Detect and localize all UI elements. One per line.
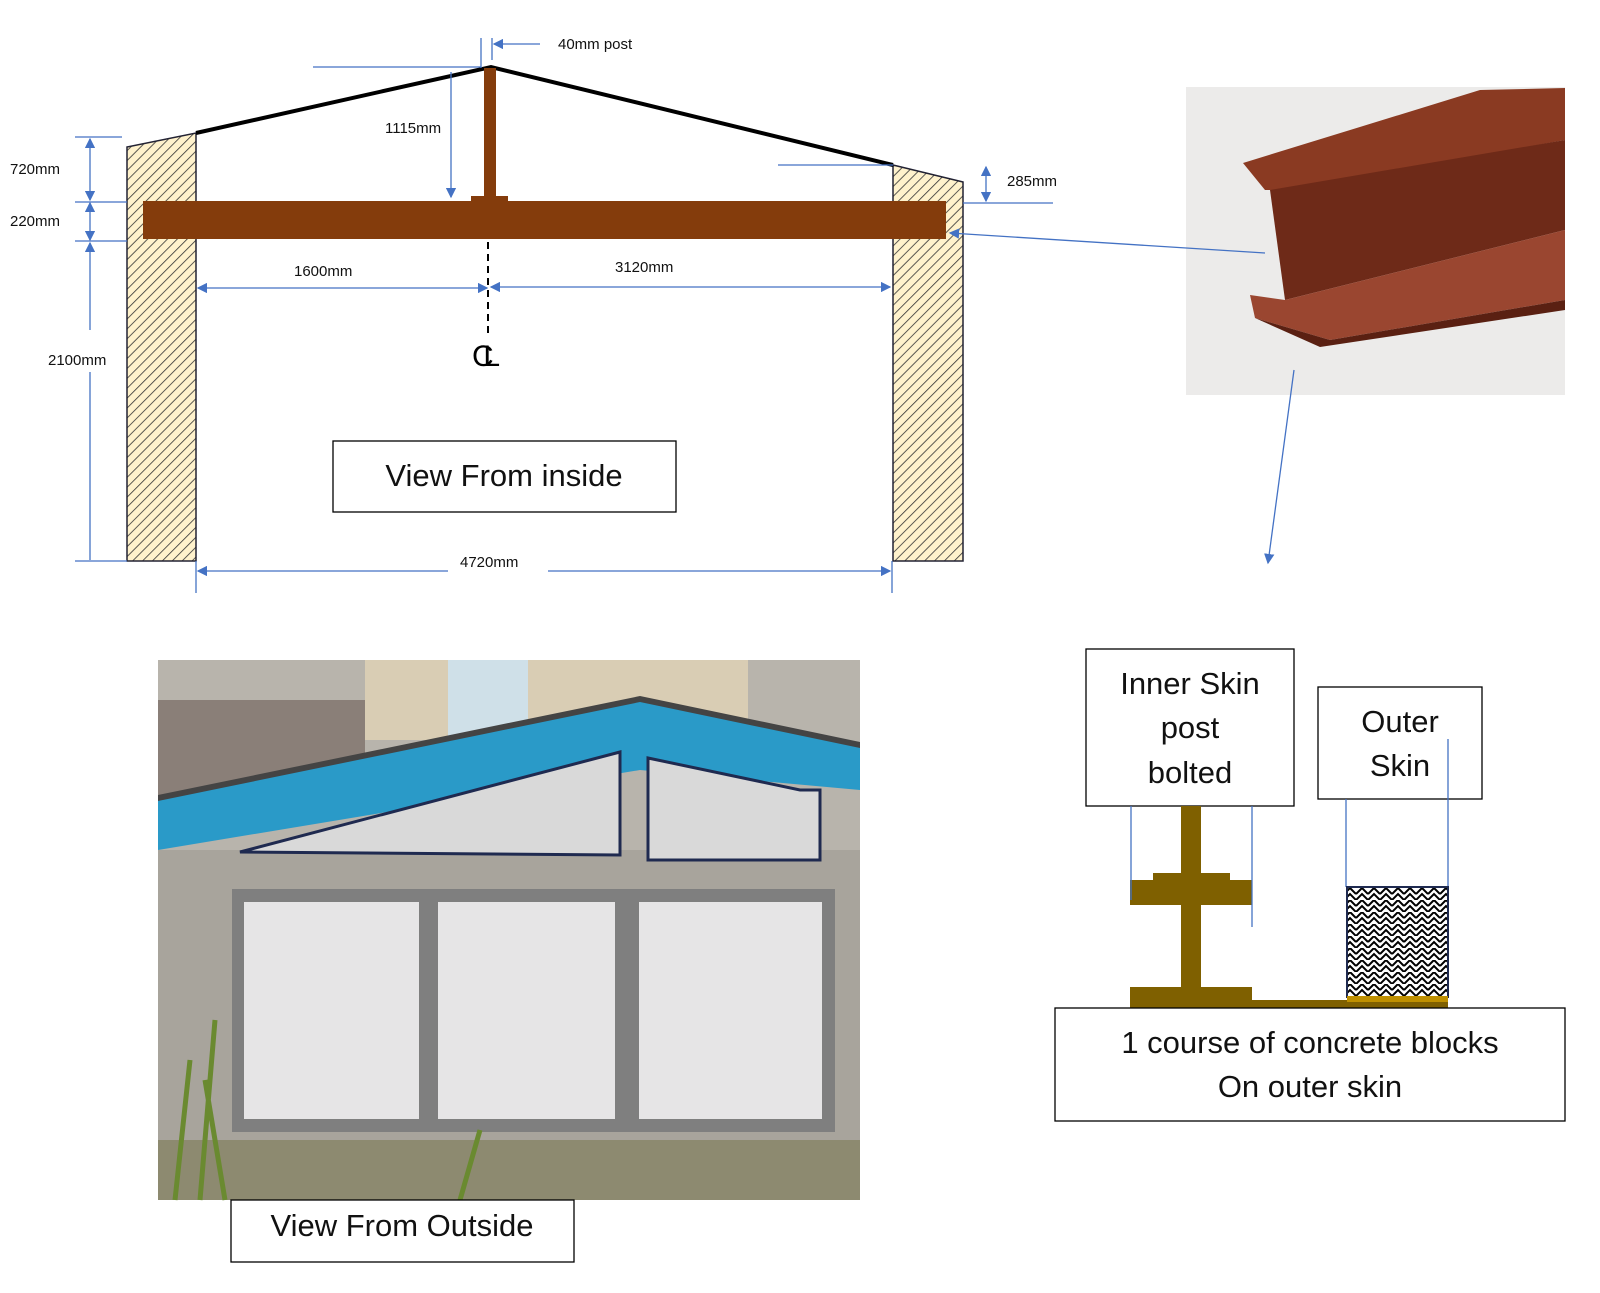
base-label-1: 1 course of concrete blocks: [1121, 1025, 1498, 1060]
steel-beam: [143, 201, 946, 239]
beam-pointer-arrow: [948, 228, 1266, 254]
wall-height-label: 2100mm: [48, 352, 106, 369]
outer-skin-box: [1317, 686, 1483, 800]
dimension-lines: [75, 38, 1053, 593]
post-base-plate: [471, 196, 508, 202]
base-box: [1054, 1007, 1566, 1122]
roof-line: [195, 64, 894, 167]
inner-skin-label-2: post: [1161, 710, 1220, 745]
post-width-label: 40mm post: [558, 36, 633, 53]
concrete-block: [1346, 886, 1449, 998]
left-span-label: 1600mm: [294, 263, 352, 280]
right-span-label: 3120mm: [615, 259, 673, 276]
detail-pointer-arrow: [1264, 369, 1295, 565]
beam-depth-label: 220mm: [10, 213, 60, 230]
post-section: [1130, 806, 1448, 1008]
left-upper-label: 720mm: [10, 161, 60, 178]
outer-skin-label-2: Skin: [1370, 748, 1430, 783]
outer-skin-label-1: Outer: [1361, 704, 1439, 739]
inner-skin-label-1: Inner Skin: [1120, 666, 1260, 701]
inner-skin-label-3: bolted: [1148, 755, 1232, 790]
i-beam-photo: [1186, 87, 1565, 395]
right-wall: [892, 164, 964, 562]
centerline-label: CL: [472, 340, 500, 373]
inside-title-box: [332, 440, 677, 513]
left-wall: [126, 132, 197, 562]
right-upper-label: 285mm: [1007, 173, 1057, 190]
ridge-post: [484, 68, 496, 200]
inside-view: CL 40mm post 1115mm 720mm 220mm 2100mm 2…: [10, 36, 1057, 593]
inside-title: View From inside: [385, 458, 622, 493]
inner-skin-box: [1085, 648, 1295, 807]
base-label-2: On outer skin: [1218, 1069, 1402, 1104]
total-span-label: 4720mm: [460, 554, 518, 571]
outside-title-box: [230, 1199, 575, 1263]
ridge-height-label: 1115mm: [385, 120, 441, 137]
wall-detail: Inner Skin post bolted Outer Skin 1 cour…: [1054, 648, 1566, 1122]
outside-title: View From Outside: [270, 1208, 533, 1243]
outside-photo: [158, 660, 860, 1201]
